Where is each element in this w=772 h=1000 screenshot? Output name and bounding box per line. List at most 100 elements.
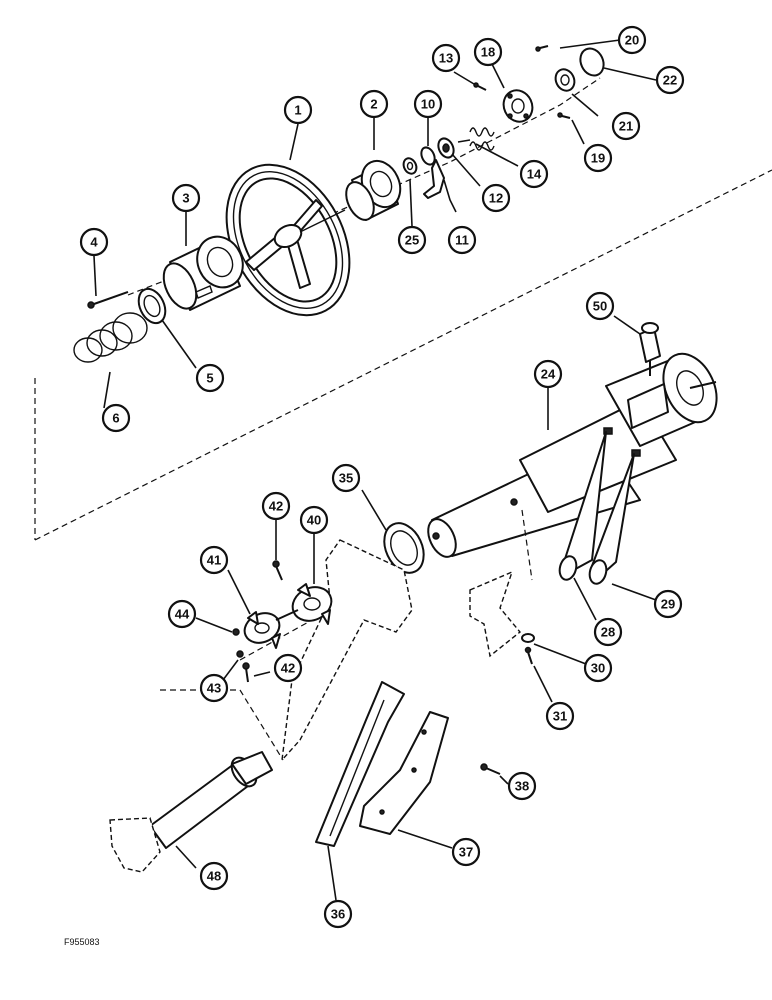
callout-50: 50: [585, 291, 615, 321]
svg-text:36: 36: [331, 907, 345, 922]
retaining-ring-5: [137, 287, 167, 325]
callout-3: 3: [171, 183, 201, 213]
washer-25: [402, 157, 418, 175]
snap-ring-10: [420, 146, 436, 166]
callout-13: 13: [431, 43, 461, 73]
svg-text:20: 20: [625, 33, 639, 48]
svg-text:3: 3: [182, 191, 189, 206]
screw-20: [535, 45, 549, 52]
svg-text:18: 18: [481, 45, 495, 60]
cover-panel-36: [315, 681, 405, 847]
svg-text:50: 50: [593, 299, 607, 314]
svg-text:10: 10: [421, 97, 435, 112]
callout-37: 37: [451, 837, 481, 867]
svg-text:14: 14: [527, 167, 542, 182]
leader-lines: [93, 39, 657, 901]
svg-text:31: 31: [553, 709, 567, 724]
svg-text:48: 48: [207, 869, 221, 884]
callout-31: 31: [545, 701, 575, 731]
svg-text:2: 2: [370, 97, 377, 112]
retainer-21: [554, 68, 576, 92]
svg-text:35: 35: [339, 471, 353, 486]
callout-43: 43: [199, 673, 229, 703]
horn-contact-plate-18: [502, 89, 534, 123]
callout-19: 19: [583, 143, 613, 173]
callout-21: 21: [611, 111, 641, 141]
svg-text:37: 37: [459, 845, 473, 860]
screw-38: [480, 763, 501, 775]
svg-text:44: 44: [175, 607, 190, 622]
yoke-40: [291, 583, 333, 625]
screw-31: [524, 646, 533, 665]
callout-42-upper: 42: [261, 491, 291, 521]
callout-41: 41: [199, 545, 229, 575]
upper-housing: [162, 235, 244, 311]
spring-14: [457, 127, 495, 151]
callout-18: 18: [473, 37, 503, 67]
nut-43: [236, 650, 244, 658]
svg-text:28: 28: [601, 625, 615, 640]
washer-30: [521, 633, 535, 643]
svg-text:12: 12: [489, 191, 503, 206]
steering-wheel: [225, 163, 351, 317]
svg-text:19: 19: [591, 151, 605, 166]
callout-38: 38: [507, 771, 537, 801]
hub-cap: [345, 159, 402, 221]
callout-12: 12: [481, 183, 511, 213]
callout-40: 40: [299, 505, 329, 535]
screw-42-upper: [272, 560, 283, 581]
svg-text:4: 4: [90, 235, 98, 250]
callout-4: 4: [79, 227, 109, 257]
svg-text:41: 41: [207, 553, 221, 568]
callout-25: 25: [397, 225, 427, 255]
lever-29: [588, 453, 635, 585]
svg-text:13: 13: [439, 51, 453, 66]
lower-bracket-line: [160, 689, 284, 761]
svg-text:30: 30: [591, 661, 605, 676]
svg-text:38: 38: [515, 779, 529, 794]
svg-text:42: 42: [269, 499, 283, 514]
cover-panel-37: [359, 711, 449, 835]
callout-1: 1: [283, 95, 313, 125]
svg-text:11: 11: [455, 233, 469, 248]
nut-44: [232, 628, 240, 636]
screw-42-lower: [242, 662, 250, 683]
svg-text:22: 22: [663, 73, 677, 88]
callout-20: 20: [617, 25, 647, 55]
callout-2: 2: [359, 89, 389, 119]
callout-24: 24: [533, 359, 563, 389]
svg-text:5: 5: [206, 371, 213, 386]
lower-shaft-48: [109, 751, 273, 873]
svg-text:1: 1: [294, 103, 301, 118]
callout-28: 28: [593, 617, 623, 647]
callout-35: 35: [331, 463, 361, 493]
callout-22: 22: [655, 65, 685, 95]
bushing-35: [383, 522, 425, 574]
callout-36: 36: [323, 899, 353, 929]
callout-42-lower: 42: [273, 653, 303, 683]
callout-10: 10: [413, 89, 443, 119]
svg-text:43: 43: [207, 681, 221, 696]
svg-text:24: 24: [541, 367, 556, 382]
figure-code: F955083: [64, 937, 100, 947]
column-tube: [427, 352, 718, 558]
svg-text:25: 25: [405, 233, 419, 248]
screw-13: [473, 82, 487, 91]
bolt-4: [87, 291, 129, 309]
mounting-bracket: [469, 509, 533, 658]
o-rings-6: [73, 312, 148, 363]
svg-text:42: 42: [281, 661, 295, 676]
screw-19: [557, 112, 571, 119]
callout-11: 11: [447, 225, 477, 255]
switch-50: [639, 322, 661, 376]
cancel-cam-11: [423, 159, 445, 199]
callout-29: 29: [653, 589, 683, 619]
svg-text:6: 6: [112, 411, 119, 426]
floor-plate: [281, 539, 413, 763]
long-diagonal-line: [34, 169, 772, 541]
callout-30: 30: [583, 653, 613, 683]
contact-12: [437, 137, 455, 159]
svg-text:40: 40: [307, 513, 321, 528]
